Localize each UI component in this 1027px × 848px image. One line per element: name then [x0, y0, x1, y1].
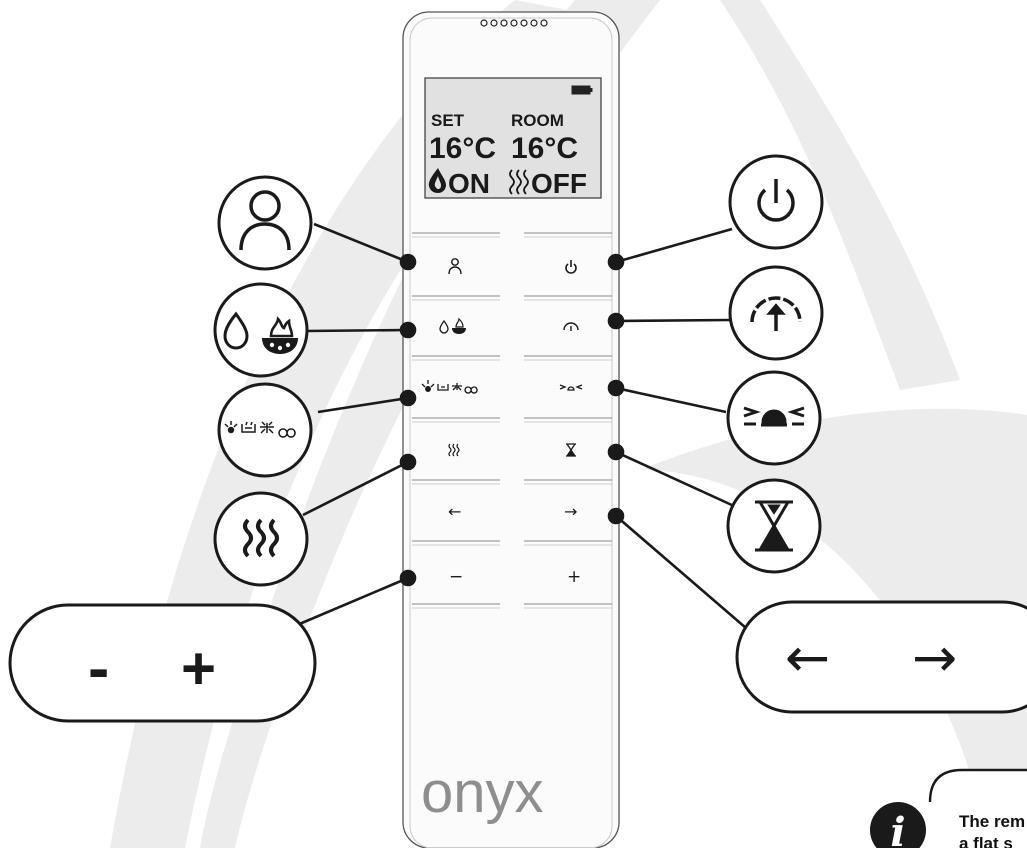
user-icon — [448, 258, 462, 275]
key-power[interactable] — [565, 260, 577, 274]
onyx-logo: onyx — [421, 760, 544, 825]
flame-bowl-icon — [262, 316, 298, 354]
callout-lights — [217, 382, 313, 478]
info-icon: i — [870, 802, 926, 848]
hourglass-icon — [566, 443, 576, 457]
lcd-set-label: SET — [431, 111, 465, 130]
battery-icon — [571, 85, 593, 95]
callout-minus-plus: - + — [8, 603, 317, 723]
speedometer-icon — [563, 322, 579, 331]
lcd-room-temp: 16°C — [511, 132, 578, 165]
remote-control — [402, 11, 620, 848]
callout-power — [728, 154, 824, 250]
flame-icon — [439, 319, 449, 334]
key-minus[interactable]: − — [449, 567, 463, 587]
key-plus[interactable]: + — [567, 567, 581, 587]
heat-icon — [243, 518, 279, 558]
lcd-set-temp: 16°C — [429, 132, 496, 165]
info-note-line1: The rem — [959, 812, 1025, 831]
callout-leaders — [289, 222, 747, 630]
key-speed[interactable] — [563, 322, 579, 331]
lcd-heat-icon — [509, 169, 529, 195]
ambient-light-icon — [743, 406, 805, 427]
lcd-screen: SET ROOM 16°C 16°C ON OFF — [424, 77, 602, 199]
key-flame-mode[interactable] — [439, 317, 466, 334]
key-user[interactable] — [448, 258, 462, 275]
callout-flame-mode — [213, 282, 309, 378]
power-icon — [757, 179, 795, 222]
key-lights[interactable] — [421, 380, 478, 394]
lcd-flame-status: ON — [448, 168, 490, 199]
info-note: i The rem a flat s — [870, 768, 1027, 848]
power-icon — [565, 260, 577, 274]
key-grid — [412, 232, 612, 609]
key-arrow-left[interactable]: ← — [448, 502, 461, 521]
ir-sensor — [480, 19, 548, 27]
flame-bowl-icon — [452, 317, 466, 334]
flame-icon — [223, 311, 249, 350]
callout-speed — [728, 265, 824, 361]
light-icon — [421, 380, 478, 394]
speedometer-icon — [750, 296, 802, 331]
user-icon — [239, 190, 291, 251]
arrow-right-label: → — [912, 626, 957, 689]
callout-heat — [213, 491, 309, 587]
lcd-room-label: ROOM — [511, 111, 564, 130]
arrow-left-label: ← — [785, 626, 830, 689]
key-arrow-right[interactable]: → — [564, 502, 577, 521]
info-note-line2: a flat s — [959, 834, 1013, 848]
callout-timer — [726, 478, 822, 574]
callout-ambient — [726, 370, 822, 466]
callout-user — [217, 175, 313, 271]
light-icon — [224, 421, 296, 438]
key-ambient[interactable] — [559, 384, 583, 391]
lcd-heat-status: OFF — [531, 168, 587, 199]
key-timer[interactable] — [566, 443, 576, 457]
lcd-flame-icon — [428, 168, 446, 193]
minus-label: - — [88, 632, 109, 704]
plus-label: + — [181, 635, 216, 702]
callout-arrows: ← → — [735, 600, 1027, 714]
svg-text:i: i — [890, 809, 905, 848]
ambient-light-icon — [559, 384, 583, 391]
key-heat[interactable] — [448, 443, 460, 457]
hourglass-icon — [755, 500, 793, 552]
heat-icon — [448, 443, 460, 457]
svg-text:onyx: onyx — [421, 760, 544, 825]
